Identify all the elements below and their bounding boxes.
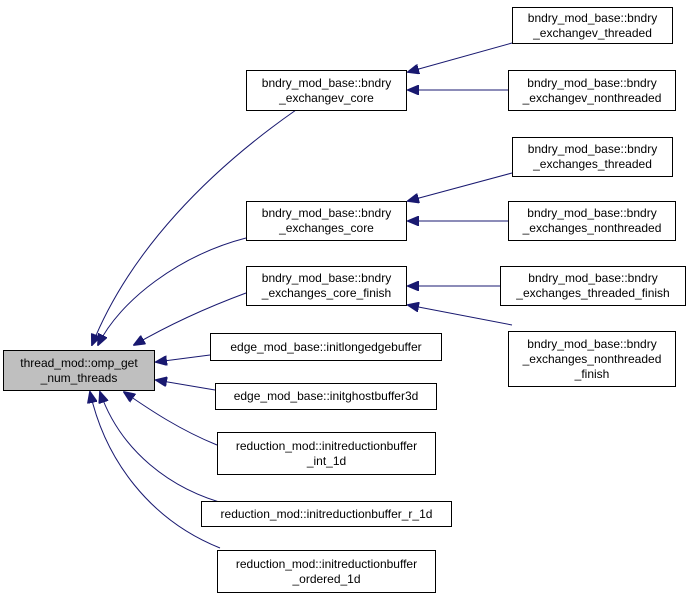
node-bndry-exchanges-threaded-finish[interactable]: bndry_mod_base::bndry _exchanges_threade…: [500, 266, 686, 306]
edge-redint-to-root: [124, 392, 218, 446]
node-initreductionbuffer-r-1d[interactable]: reduction_mod::initreductionbuffer_r_1d: [201, 501, 452, 527]
edge-score-to-root: [98, 237, 247, 345]
edge-sthr-to-score: [408, 172, 513, 201]
node-bndry-exchangev-threaded[interactable]: bndry_mod_base::bndry _exchangev_threade…: [512, 7, 673, 44]
edge-ghost-to-root: [156, 380, 216, 391]
edge-redord-to-root: [90, 392, 221, 549]
node-bndry-exchanges-core[interactable]: bndry_mod_base::bndry _exchanges_core: [246, 201, 407, 241]
node-omp-get-num-threads: thread_mod::omp_get _num_threads: [3, 350, 155, 391]
edge-snf-to-scf: [408, 305, 513, 326]
node-bndry-exchangev-nonthreaded[interactable]: bndry_mod_base::bndry _exchangev_nonthre…: [508, 70, 676, 111]
node-initlongedgebuffer[interactable]: edge_mod_base::initlongedgebuffer: [210, 333, 442, 361]
node-bndry-exchanges-core-finish[interactable]: bndry_mod_base::bndry _exchanges_core_fi…: [246, 266, 407, 306]
edge-edge-to-root: [156, 354, 211, 362]
node-bndry-exchanges-threaded[interactable]: bndry_mod_base::bndry _exchanges_threade…: [512, 137, 673, 177]
node-bndry-exchanges-nonthreaded[interactable]: bndry_mod_base::bndry _exchanges_nonthre…: [508, 201, 676, 241]
edge-evthr-to-evcore: [408, 42, 513, 72]
edge-scf-to-root: [134, 292, 247, 345]
node-bndry-exchangev-core[interactable]: bndry_mod_base::bndry _exchangev_core: [246, 70, 407, 111]
edge-evcore-to-root: [92, 109, 297, 345]
edge-redr-to-root: [100, 392, 231, 506]
node-initreductionbuffer-ordered-1d[interactable]: reduction_mod::initreductionbuffer _orde…: [217, 550, 436, 593]
node-bndry-exchanges-nonthreaded-finish[interactable]: bndry_mod_base::bndry _exchanges_nonthre…: [508, 331, 676, 387]
node-initreductionbuffer-int-1d[interactable]: reduction_mod::initreductionbuffer _int_…: [217, 432, 436, 475]
node-initghostbuffer3d[interactable]: edge_mod_base::initghostbuffer3d: [215, 383, 437, 410]
